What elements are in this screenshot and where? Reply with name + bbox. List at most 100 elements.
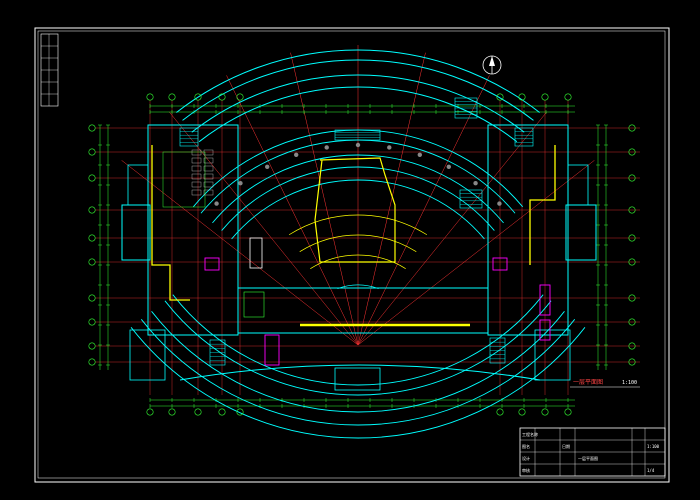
- right-wing-outline: [487, 124, 569, 336]
- hall-top-wall-arc: [198, 86, 518, 143]
- axis-bubble-left: [88, 124, 96, 132]
- axis-bubble-left: [88, 206, 96, 214]
- desk: [191, 157, 202, 164]
- axis-bubble-top: [168, 93, 176, 101]
- desk: [191, 181, 202, 188]
- title-block-row-5: 日期: [562, 443, 570, 449]
- axis-bubble-right: [628, 124, 636, 132]
- seating-arc: [299, 234, 417, 253]
- right-bay-upper: [567, 164, 589, 206]
- title-block: 工程名称 图名 设计 审核 日期 一层平面图 1:100 1/4: [519, 427, 666, 477]
- left-title-strip: [40, 33, 59, 107]
- hall-wall-arc: [212, 154, 504, 224]
- hall-seat-icon: [238, 180, 243, 186]
- axis-bubble-right: [628, 148, 636, 156]
- axis-line-radial: [121, 160, 359, 346]
- desk: [203, 165, 214, 172]
- axis-bubble-left: [88, 318, 96, 326]
- axis-bubble-left: [88, 174, 96, 182]
- hall-seat-icon: [497, 201, 502, 206]
- sheet-inner-border: [37, 30, 666, 479]
- desk: [191, 173, 202, 180]
- entrance-canopy-arc: [151, 311, 565, 413]
- right-bay: [565, 204, 597, 261]
- hall-seat-icon: [446, 164, 451, 169]
- hall-wall-arc: [221, 166, 495, 231]
- title-block-sheet-no: 1/4: [647, 468, 655, 473]
- axis-bubble-left: [88, 294, 96, 302]
- axis-bubble-top: [194, 93, 202, 101]
- axis-bubble-left: [88, 148, 96, 156]
- axis-grid: [95, 45, 640, 395]
- left-stair-block: [129, 329, 166, 381]
- toilet-fixture: [492, 257, 508, 271]
- entrance-canopy-arc: [130, 327, 586, 439]
- axis-bubble-left: [88, 258, 96, 266]
- title-block-row-2: 图名: [522, 443, 530, 449]
- desk: [203, 189, 214, 196]
- hall-seat-icon: [293, 152, 299, 157]
- axis-line-radial: [169, 111, 359, 346]
- axis-bubble-left: [88, 234, 96, 242]
- right-wing-yellow-line: [529, 145, 556, 265]
- plan-title-label: 一层平面图 1:100: [570, 379, 640, 388]
- hall-seat-icon: [324, 145, 329, 150]
- toilet-fixture: [264, 334, 280, 366]
- axis-bubble-top: [518, 93, 526, 101]
- axis-bubble-bottom: [518, 408, 526, 416]
- axis-line-radial: [357, 75, 490, 346]
- hall-seat-icon: [214, 201, 219, 206]
- front-lobby-curve: [179, 364, 541, 381]
- axis-bubble-bottom: [496, 408, 504, 416]
- axis-bubble-right: [628, 342, 636, 350]
- axis-bubble-top: [564, 93, 572, 101]
- hall-seat-icon: [417, 152, 423, 157]
- stair-left-wing: [179, 127, 199, 147]
- title-block-scale: 1:100: [647, 444, 660, 449]
- axis-bubble-bottom: [168, 408, 176, 416]
- left-bay-upper: [127, 164, 149, 206]
- toilet-fixture: [204, 257, 220, 271]
- hall-seat-icon: [473, 180, 478, 186]
- axis-bubble-top: [496, 93, 504, 101]
- axis-bubble-top: [541, 93, 549, 101]
- axis-bubble-left: [88, 342, 96, 350]
- right-stair-block: [534, 329, 571, 381]
- desk: [203, 149, 214, 156]
- fixtures: [179, 97, 551, 366]
- axis-bubble-bottom: [218, 408, 226, 416]
- dimension-lines: [98, 104, 608, 408]
- axis-bubble-bottom: [194, 408, 202, 416]
- axis-line-radial: [357, 52, 426, 346]
- axis-bubbles: [88, 93, 636, 416]
- elevator-core: [243, 291, 265, 318]
- desk: [191, 189, 202, 196]
- axis-bubble-top: [146, 93, 154, 101]
- hall-top-wall-arc: [182, 59, 534, 121]
- desk: [203, 181, 214, 188]
- axis-bubble-bottom: [236, 408, 244, 416]
- shaft-core: [249, 237, 263, 269]
- axis-line-radial: [357, 111, 547, 346]
- hall-seat-icon: [355, 142, 361, 148]
- central-corridor: [237, 287, 489, 334]
- desk: [203, 157, 214, 164]
- title-block-row-4: 审核: [522, 467, 530, 473]
- hall-seat-icon: [387, 145, 392, 150]
- hall-top-wall-arc: [191, 74, 525, 133]
- axis-line-radial: [226, 75, 359, 346]
- axis-bubble-right: [628, 318, 636, 326]
- stair-right-wing: [514, 127, 534, 147]
- left-room-block: [162, 151, 206, 208]
- left-wing-outline: [147, 124, 239, 336]
- stair-right-hall: [459, 189, 483, 209]
- north-arrow-icon: [482, 55, 502, 75]
- hall-seat-icon: [265, 164, 270, 169]
- toilet-fixture: [539, 319, 551, 341]
- desk: [191, 165, 202, 172]
- axis-bubble-bottom: [564, 408, 572, 416]
- axis-bubble-right: [628, 206, 636, 214]
- sheet-border: [34, 27, 670, 483]
- desk: [191, 149, 202, 156]
